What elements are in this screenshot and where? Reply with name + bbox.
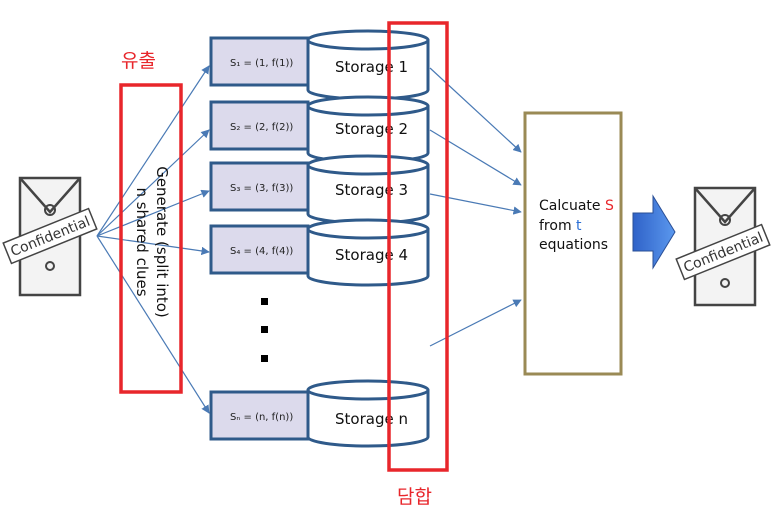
database-icon — [306, 154, 430, 225]
arrow-to-share-2 — [96, 129, 210, 237]
calc-line-2: from t — [539, 218, 582, 234]
result-arrow-icon — [632, 194, 676, 270]
storage-1-label: Storage 1 — [335, 58, 408, 76]
database-icon — [306, 379, 430, 448]
arrow-to-share-1 — [96, 65, 210, 237]
generate-line-2: n shared clues — [133, 187, 151, 296]
storage-row-3: Storage 3 S₃ = (3, f(3)) — [209, 154, 430, 225]
leak-box — [119, 83, 183, 394]
storage-row-n: Storage n Sₙ = (n, f(n)) — [209, 379, 430, 448]
arrow-storage-3-to-calc — [429, 193, 522, 215]
share-2-box — [209, 100, 310, 151]
share-1-label: S₁ = (1, f(1)) — [230, 58, 293, 69]
storage-row-2: Storage 2 S₂ = (2, f(2)) — [209, 95, 430, 164]
storage-row-4: Storage 4 S₄ = (4, f(4)) — [209, 218, 430, 287]
share-n-box — [209, 390, 310, 441]
right-envelope: Confidential — [675, 186, 771, 307]
calc-line-3: equations — [539, 237, 608, 253]
storage-n-label: Storage n — [335, 410, 408, 428]
share-1-box — [209, 36, 310, 87]
generate-text: Generate (split into) n shared clues — [133, 166, 171, 318]
calculate-box — [523, 111, 623, 376]
storage-2-label: Storage 2 — [335, 120, 408, 138]
arrow-to-share-4 — [96, 235, 210, 256]
share-n-label: Sₙ = (n, f(n)) — [230, 412, 293, 423]
collusion-box — [387, 21, 449, 472]
arrow-to-share-3 — [96, 189, 210, 237]
storage-row-1: Storage 1 S₁ = (1, f(1)) — [209, 29, 430, 101]
arrow-storage-2-to-calc — [429, 129, 522, 186]
arrow-to-share-n — [96, 235, 210, 414]
storage-3-label: Storage 3 — [335, 181, 408, 199]
database-icon — [306, 218, 430, 287]
storage-4-label: Storage 4 — [335, 246, 408, 264]
share-4-box — [209, 224, 310, 275]
share-3-box — [209, 161, 310, 212]
arrow-storage-t-to-calc — [429, 299, 522, 347]
calc-line-1: Calcuate S — [539, 198, 614, 214]
database-icon — [306, 95, 430, 164]
leak-label: 유출 — [121, 50, 156, 72]
ellipsis-dots — [261, 298, 268, 362]
generate-line-1: Generate (split into) — [153, 166, 171, 318]
left-envelope: Confidential — [2, 176, 98, 297]
share-3-label: S₃ = (3, f(3)) — [230, 183, 293, 194]
database-icon — [306, 29, 430, 101]
fanout-arrows — [96, 65, 210, 414]
share-2-label: S₂ = (2, f(2)) — [230, 122, 293, 133]
collusion-label: 담합 — [397, 486, 432, 508]
arrow-storage-1-to-calc — [429, 67, 522, 153]
share-4-label: S₄ = (4, f(4)) — [230, 246, 293, 257]
converge-arrows — [429, 67, 522, 347]
